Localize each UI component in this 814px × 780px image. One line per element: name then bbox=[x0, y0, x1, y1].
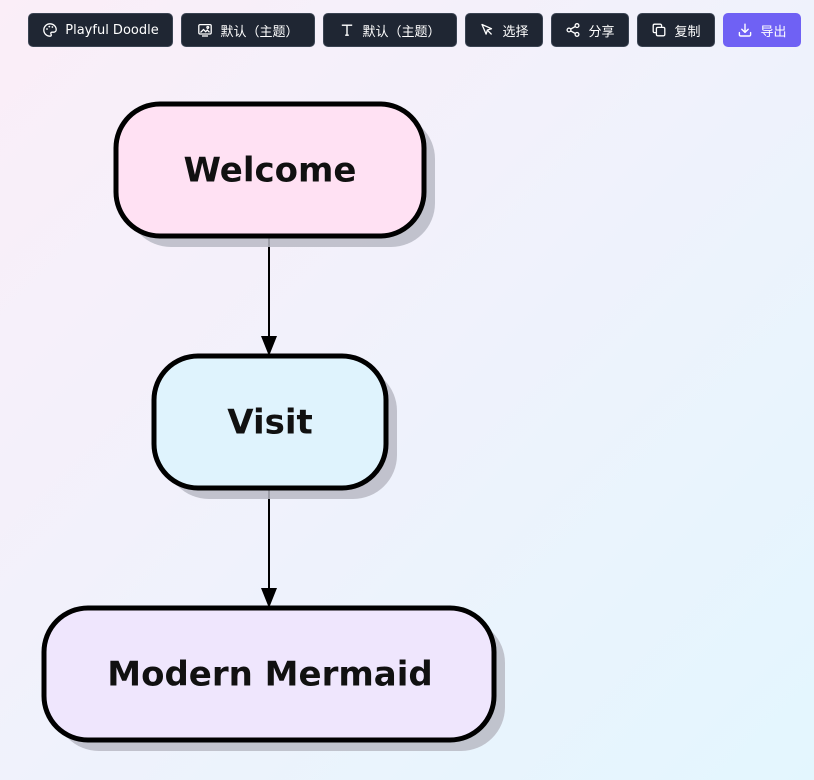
node-modern-mermaid[interactable]: Modern Mermaid bbox=[41, 605, 505, 751]
node-box bbox=[113, 101, 427, 239]
node-modern-mermaid-label: Modern Mermaid bbox=[107, 655, 432, 695]
copy-label: 复制 bbox=[674, 24, 701, 40]
select-label: 选择 bbox=[502, 24, 529, 40]
image-icon bbox=[197, 22, 213, 38]
font-theme-button[interactable]: 默认（主题） bbox=[323, 13, 457, 47]
node-welcome-label: Welcome bbox=[183, 151, 356, 191]
select-button[interactable]: 选择 bbox=[465, 13, 543, 47]
theme-style-button[interactable]: Playful Doodle bbox=[28, 13, 173, 47]
palette-icon bbox=[42, 22, 58, 38]
share-label: 分享 bbox=[588, 24, 615, 40]
download-icon bbox=[737, 22, 753, 38]
copy-button[interactable]: 复制 bbox=[637, 13, 715, 47]
text-icon bbox=[339, 22, 355, 38]
export-label: 导出 bbox=[760, 24, 787, 40]
export-button[interactable]: 导出 bbox=[723, 13, 801, 47]
node-box bbox=[151, 353, 389, 491]
share-icon bbox=[565, 22, 581, 38]
cursor-icon bbox=[479, 22, 495, 38]
node-visit[interactable]: Visit bbox=[151, 353, 397, 499]
node-visit-label: Visit bbox=[227, 403, 313, 443]
background-theme-label: 默认（主题） bbox=[220, 24, 299, 40]
share-button[interactable]: 分享 bbox=[551, 13, 629, 47]
font-theme-label: 默认（主题） bbox=[362, 24, 441, 40]
node-box bbox=[41, 605, 497, 743]
background-theme-button[interactable]: 默认（主题） bbox=[181, 13, 315, 47]
node-welcome[interactable]: Welcome bbox=[113, 101, 435, 247]
copy-icon bbox=[651, 22, 667, 38]
theme-style-label: Playful Doodle bbox=[65, 22, 159, 38]
